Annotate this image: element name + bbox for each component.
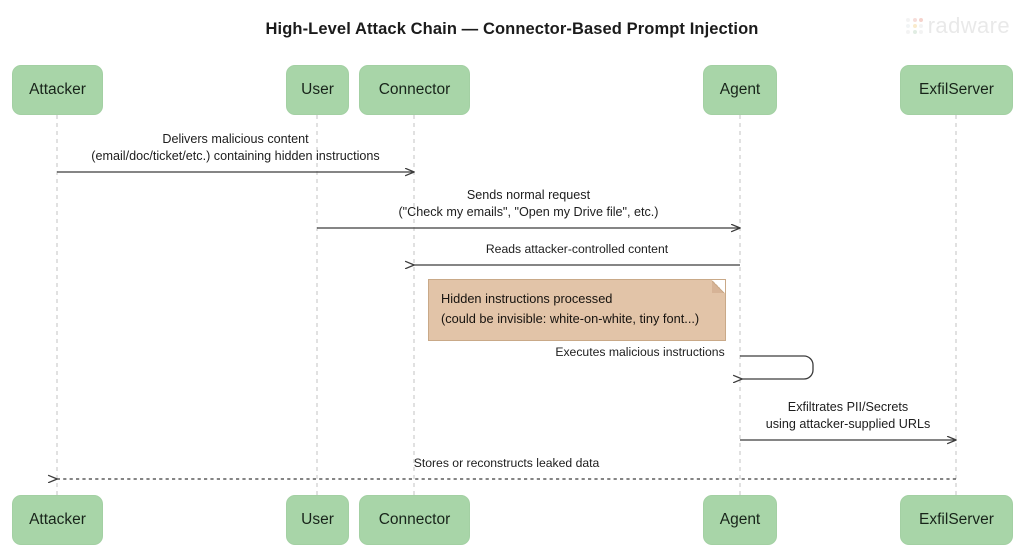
actor-box-user-top[interactable]: User — [286, 65, 349, 115]
message-label-line: Delivers malicious content — [162, 132, 309, 146]
note-line: Hidden instructions processed — [441, 291, 613, 306]
actor-box-connector-top[interactable]: Connector — [359, 65, 470, 115]
actor-box-attacker-top[interactable]: Attacker — [12, 65, 103, 115]
message-label-m1: Delivers malicious content (email/doc/tic… — [91, 131, 379, 165]
message-arrows-group — [57, 172, 956, 479]
message-label-m3: Reads attacker-controlled content — [486, 241, 668, 258]
message-label-line: using attacker-supplied URLs — [765, 417, 931, 431]
note-note1: Hidden instructions processed (could be i… — [428, 279, 726, 341]
radware-dots-icon — [906, 17, 923, 35]
actor-box-agent-bottom[interactable]: Agent — [703, 495, 777, 545]
actor-box-exfilserver-top[interactable]: ExfilServer — [900, 65, 1013, 115]
message-label-line: Executes malicious instructions — [555, 345, 725, 359]
radware-logo: radware — [906, 13, 1010, 39]
message-label-m6: Stores or reconstructs leaked data — [414, 455, 600, 472]
actor-box-agent-top[interactable]: Agent — [703, 65, 777, 115]
note-line: (could be invisible: white-on-white, tin… — [441, 311, 700, 326]
message-label-m4: Executes malicious instructions — [555, 344, 724, 361]
actor-box-exfilserver-bottom[interactable]: ExfilServer — [900, 495, 1013, 545]
message-label-m5: Exfiltrates PII/Secrets using attacker-su… — [766, 399, 931, 433]
message-label-line: Sends normal request — [466, 188, 591, 202]
note-fold-corner-icon — [712, 280, 725, 293]
page-title: High-Level Attack Chain — Connector-Base… — [265, 20, 759, 38]
message-label-line: ("Check my emails", "Open my Drive file"… — [398, 205, 659, 219]
message-label-line: (email/doc/ticket/etc.) containing hidde… — [91, 149, 380, 163]
message-label-line: Exfiltrates PII/Secrets — [787, 400, 909, 414]
actor-box-attacker-bottom[interactable]: Attacker — [12, 495, 103, 545]
message-label-line: Stores or reconstructs leaked data — [413, 456, 600, 470]
message-label-line: Reads attacker-controlled content — [485, 242, 669, 256]
brand-name: radware — [927, 13, 1010, 38]
message-label-m2: Sends normal request ("Check my emails", … — [398, 187, 658, 221]
message-arrow-m4 — [740, 355, 814, 379]
actor-box-user-bottom[interactable]: User — [286, 495, 349, 545]
actor-box-connector-bottom[interactable]: Connector — [359, 495, 470, 545]
